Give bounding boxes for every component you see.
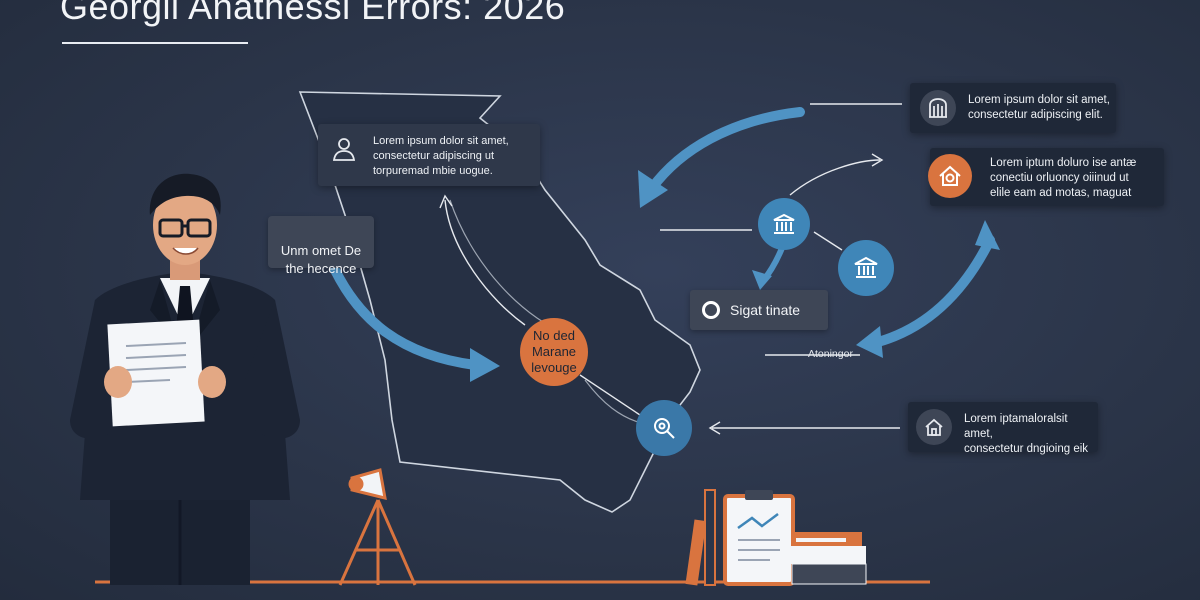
- callout-center-top: Lorem ipsum dolor sit amet, consectetur …: [318, 124, 540, 186]
- connector-lines: [439, 103, 902, 435]
- magnify-gear-icon: [654, 418, 675, 439]
- house-icon: [916, 409, 952, 445]
- orange-center-node: No ded Marane levouge: [520, 318, 588, 386]
- gate-icon: [920, 90, 956, 126]
- small-label: Atoningor: [808, 348, 853, 360]
- callout-right-3-text: Lorem iptamaloralsit amet, consectetur d…: [964, 413, 1089, 455]
- courthouse-node: [838, 240, 894, 296]
- callout-right-1-text: Lorem ipsum dolor sit amet, consectetur …: [968, 94, 1110, 121]
- callout-right-3: Lorem iptamaloralsit amet, consectetur d…: [908, 402, 1098, 455]
- courthouse-icon: [854, 256, 878, 278]
- search-node: [636, 400, 692, 456]
- speech-bubble: Unm omet De the hecence: [268, 216, 374, 276]
- callout-center-top-text: Lorem ipsum dolor sit amet, consectetur …: [373, 135, 509, 177]
- status-pill: Sigat tinate: [690, 290, 828, 330]
- speech-bubble-text: Unm omet De the hecence: [280, 243, 362, 276]
- callout-right-1: Lorem ipsum dolor sit amet, consectetur …: [910, 83, 1116, 133]
- target-icon: [702, 301, 720, 319]
- orange-center-node-text: No ded Marane levouge: [531, 328, 577, 375]
- title-underline: [62, 42, 248, 44]
- person-icon: [328, 132, 360, 164]
- bank-node: [758, 198, 810, 250]
- flow-arrows: [330, 107, 1000, 382]
- presenter-figure: [70, 173, 300, 585]
- clipboard-books: [685, 489, 867, 586]
- callout-right-2: Lorem iptum doluro ise antæ conectiu orl…: [928, 148, 1164, 206]
- tripod-megaphone: [338, 468, 417, 586]
- home-eye-icon: [928, 154, 972, 198]
- bank-icon: [773, 213, 795, 234]
- callout-right-2-text: Lorem iptum doluro ise antæ conectiu orl…: [990, 157, 1137, 199]
- page-title: Georgii Anathessi Errors: 2026: [60, 0, 566, 27]
- status-pill-label: Sigat tinate: [730, 302, 801, 318]
